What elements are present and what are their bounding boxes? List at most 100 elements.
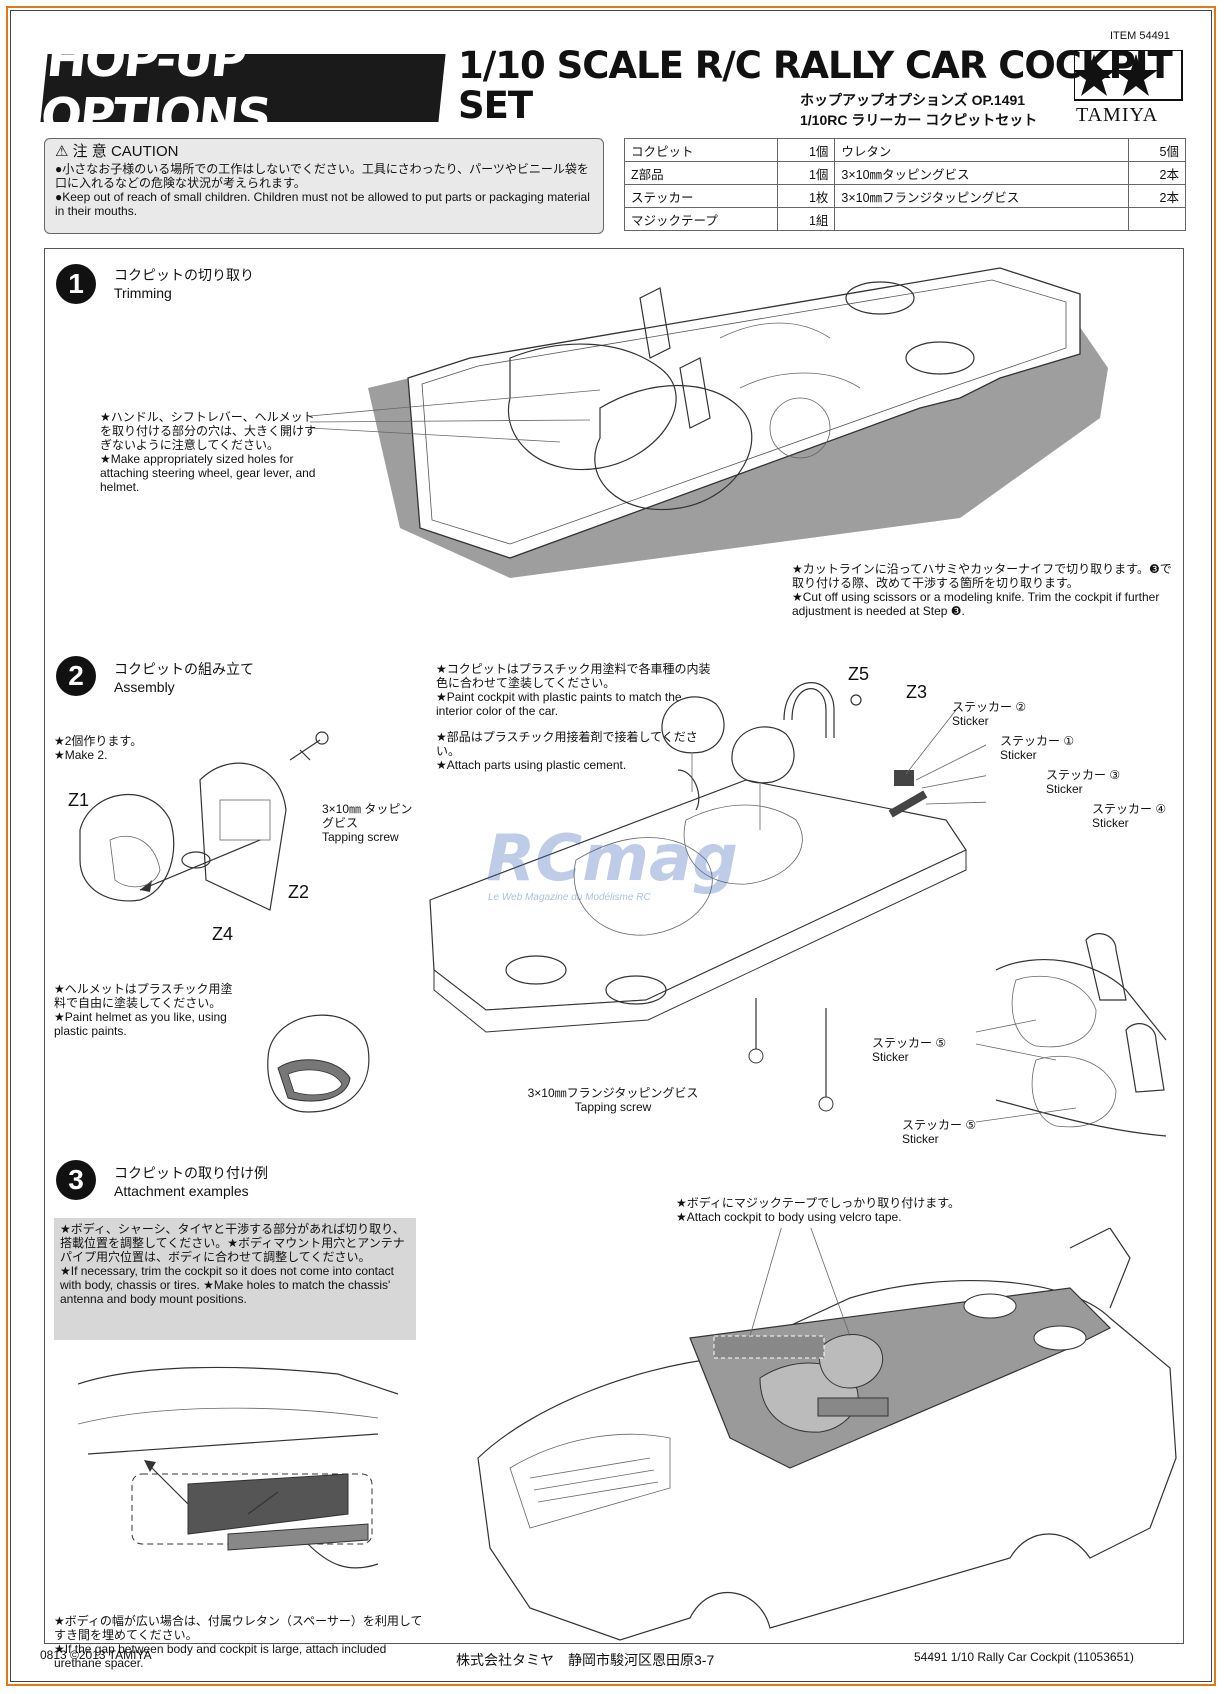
- sticker-label-en: Sticker: [872, 1050, 909, 1064]
- flange-screw-label: 3×10㎜フランジタッピングビス Tapping screw: [518, 1086, 708, 1114]
- part-name: 3×10㎜タッピングビス: [834, 161, 1129, 185]
- helmet-paint-en: ★Paint helmet as you like, using plastic…: [54, 1010, 227, 1038]
- step2-title-en: Assembly: [114, 679, 175, 695]
- spacer-note: ★ボディの幅が広い場合は、付属ウレタン（スペーサー）を利用してすき間を埋めてくだ…: [54, 1614, 424, 1670]
- part-qty: 5個: [1128, 138, 1186, 162]
- velcro-note: ★ボディにマジックテープでしっかり取り付けます。 ★Attach cockpit…: [676, 1196, 996, 1224]
- item-number: ITEM 54491: [1110, 30, 1170, 42]
- step2-title: コクピットの組み立て Assembly: [114, 660, 254, 696]
- sticker-label-en: Sticker: [902, 1132, 939, 1146]
- inner-frame: [10, 10, 1212, 1682]
- step1-holes-note: ★ハンドル、シフトレバー、ヘルメットを取り付ける部分の穴は、大きく開けすぎないよ…: [100, 410, 324, 494]
- part-name: [834, 207, 1129, 231]
- title-line2: SET: [458, 84, 533, 127]
- step3-trim-note: ★ボディ、シャーシ、タイヤと干渉する部分があれば切り取り、搭載位置を調整してくだ…: [54, 1218, 416, 1340]
- parts-table: コクピット 1個 ウレタン 5個 Z部品 1個 3×10㎜タッピングビス 2本 …: [623, 138, 1186, 231]
- cockpit-assembly-illustration: [429, 682, 986, 1112]
- step3-trim-en: ★If necessary, trim the cockpit so it do…: [60, 1264, 395, 1306]
- table-row: Z部品 1個 3×10㎜タッピングビス 2本: [623, 161, 1186, 185]
- helmet-paint-jp: ★ヘルメットはプラスチック用塗料で自由に塗装してください。: [54, 982, 233, 1010]
- part-name: ウレタン: [834, 138, 1129, 162]
- sticker-2-label: ステッカー ② Sticker: [952, 700, 1026, 728]
- part-name: 3×10㎜フランジタッピングビス: [834, 184, 1129, 208]
- jp-subtitle: 1/10RC ラリーカー コクピットセット: [800, 112, 1038, 128]
- step1-title: コクピットの切り取り Trimming: [114, 266, 254, 302]
- tamiya-star-logo: [1074, 50, 1183, 101]
- part-label-z5: Z5: [848, 664, 870, 684]
- holes-leader-lines: [309, 389, 601, 443]
- part-qty: 1枚: [777, 184, 836, 208]
- table-row: ステッカー 1枚 3×10㎜フランジタッピングビス 2本: [623, 184, 1186, 208]
- helmet-assembly-illustration: [79, 731, 329, 911]
- step2-title-jp: コクピットの組み立て: [114, 661, 254, 677]
- velcro-en: ★Attach cockpit to body using velcro tap…: [676, 1210, 902, 1224]
- spacer-en: ★If the gap between body and cockpit is …: [54, 1642, 387, 1670]
- sticker-5b-label: ステッカー ⑤ Sticker: [902, 1118, 976, 1146]
- title-line1: 1/10 SCALE R/C RALLY CAR COCKPIT: [458, 44, 1173, 87]
- sticker-label-en: Sticker: [952, 714, 989, 728]
- part-name: コクピット: [623, 138, 779, 162]
- footer-address: 株式会社タミヤ 静岡市駿河区恩田原3-7: [456, 1652, 715, 1668]
- make-two-note: ★2個作ります。 ★Make 2.: [54, 734, 142, 762]
- step1-cut-note-jp: ★カットラインに沿ってハサミやカッターナイフで切り取ります。❸で取り付ける際、改…: [792, 562, 1172, 590]
- part-name: マジックテープ: [623, 207, 779, 231]
- footer-product-code: 54491 1/10 Rally Car Cockpit (11053651): [914, 1650, 1134, 1664]
- table-row: コクピット 1個 ウレタン 5個: [623, 138, 1186, 162]
- sticker-label-jp: ステッカー ③: [1046, 768, 1121, 782]
- sticker-label-en: Sticker: [1046, 782, 1083, 796]
- spacer-jp: ★ボディの幅が広い場合は、付属ウレタン（スペーサー）を利用してすき間を埋めてくだ…: [54, 1614, 423, 1642]
- urethane-spacer-illustration: [78, 1366, 399, 1569]
- step1-holes-note-en: ★Make appropriately sized holes for atta…: [100, 452, 316, 494]
- hop-up-logo: HOP-UP OPTIONS: [38, 32, 446, 144]
- step1-title-jp: コクピットの切り取り: [114, 267, 254, 283]
- part-label-z3: Z3: [906, 682, 928, 702]
- footer-copyright: 0813 ©2013 TAMIYA: [40, 1648, 152, 1662]
- caution-heading: ⚠ 注 意 CAUTION: [55, 143, 179, 160]
- painted-helmet-illustration: [267, 1014, 370, 1113]
- cockpit-paint-en: ★Paint cockpit with plastic paints to ma…: [436, 690, 682, 718]
- step3-title: コクピットの取り付け例 Attachment examples: [114, 1164, 268, 1200]
- sticker-3-label: ステッカー ③ Sticker: [1046, 768, 1120, 796]
- helmet-paint-note: ★ヘルメットはプラスチック用塗料で自由に塗装してください。 ★Paint hel…: [54, 982, 244, 1038]
- part-qty: 1個: [777, 161, 836, 185]
- tapping-screw-label: 3×10㎜ タッピングビス Tapping screw: [322, 802, 422, 844]
- part-name: Z部品: [623, 161, 779, 185]
- part-qty: 2本: [1128, 161, 1186, 185]
- sticker-5a-label: ステッカー ⑤ Sticker: [872, 1036, 946, 1064]
- sticker-label-jp: ステッカー ⑤: [902, 1118, 977, 1132]
- cockpit-paint-jp: ★コクピットはプラスチック用塗料で各車種の内装色に合わせて塗装してください。: [436, 662, 711, 690]
- part-label-z4: Z4: [212, 924, 234, 944]
- part-qty: 1個: [777, 138, 836, 162]
- outer-frame: [6, 6, 1216, 1686]
- jp-title: ホップアップオプションズ OP.1491: [800, 92, 1026, 108]
- step3-title-jp: コクピットの取り付け例: [114, 1165, 268, 1181]
- step3-trim-jp: ★ボディ、シャーシ、タイヤと干渉する部分があれば切り取り、搭載位置を調整してくだ…: [60, 1222, 405, 1264]
- step2-number: 2: [56, 656, 96, 696]
- sticker5-detail-illustration: [976, 933, 1167, 1137]
- tapping-screw-jp: 3×10㎜ タッピングビス: [322, 802, 413, 830]
- sticker-label-jp: ステッカー ②: [952, 700, 1027, 714]
- sticker-4-label: ステッカー ④ Sticker: [1092, 802, 1166, 830]
- sticker-label-en: Sticker: [1000, 748, 1037, 762]
- flange-screw-jp: 3×10㎜フランジタッピングビス: [527, 1086, 699, 1100]
- flange-screw-en: Tapping screw: [574, 1100, 652, 1114]
- sticker-label-jp: ステッカー ①: [1000, 734, 1075, 748]
- part-label-z1: Z1: [68, 790, 90, 810]
- tapping-screw-en: Tapping screw: [322, 830, 399, 844]
- step1-title-en: Trimming: [114, 285, 172, 301]
- brand-name: TAMIYA: [1076, 104, 1159, 126]
- watermark-logo: RCmag: [486, 822, 738, 896]
- part-label-z2: Z2: [288, 882, 310, 902]
- sticker-label-en: Sticker: [1092, 816, 1129, 830]
- part-name: ステッカー: [623, 184, 779, 208]
- page-title: 1/10 SCALE R/C RALLY CAR COCKPIT SET: [458, 44, 1173, 127]
- watermark-subtitle: Le Web Magazine du Modélisme RC: [488, 892, 651, 903]
- caution-box: ⚠ 注 意 CAUTION ●小さなお子様のいる場所での工作はしないでください。…: [44, 138, 604, 234]
- part-qty: [1128, 207, 1186, 231]
- instructions-panel: [44, 248, 1184, 1644]
- table-row: マジックテープ 1組: [623, 207, 1186, 231]
- sticker-label-jp: ステッカー ④: [1092, 802, 1167, 816]
- cement-jp: ★部品はプラスチック用接着剤で接着してください。: [436, 730, 698, 758]
- step3-title-en: Attachment examples: [114, 1183, 249, 1199]
- sticker-1-label: ステッカー ① Sticker: [1000, 734, 1074, 762]
